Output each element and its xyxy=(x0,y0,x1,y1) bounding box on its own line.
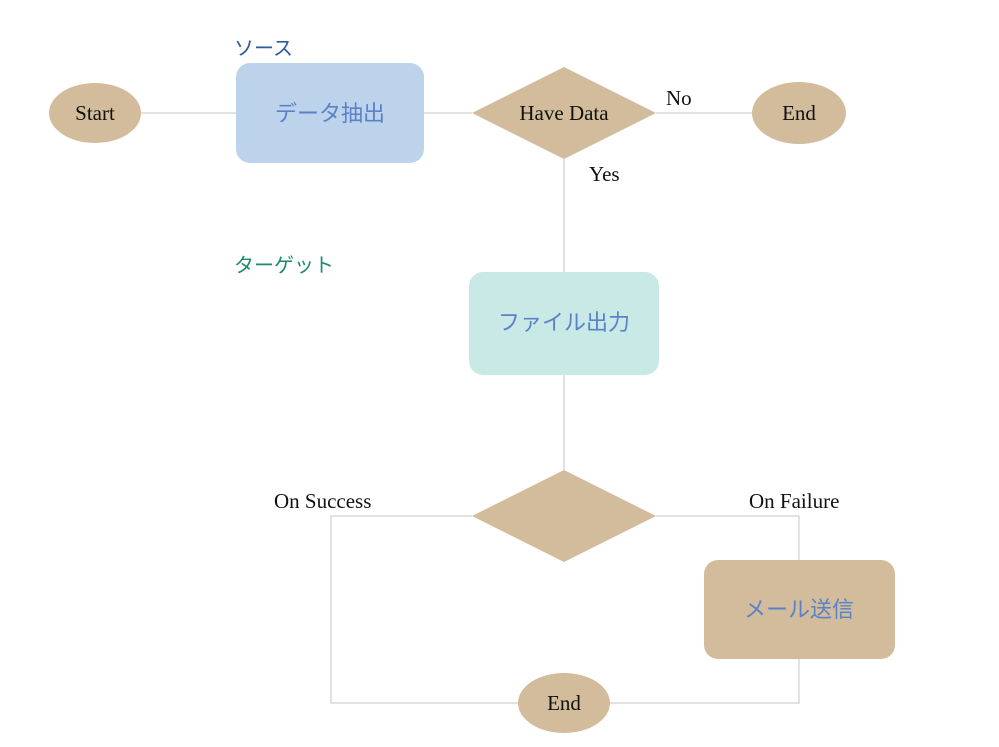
file-output-node-shape xyxy=(469,272,659,375)
have-data-decision-label: Have Data xyxy=(519,101,609,125)
extract-node-shape xyxy=(236,63,424,163)
send-mail-node[interactable]: メール送信 xyxy=(704,560,895,659)
send-mail-node-shape xyxy=(704,560,895,659)
start-node[interactable]: Start xyxy=(49,83,141,143)
extract-node[interactable]: データ抽出 xyxy=(236,63,424,163)
result-decision[interactable] xyxy=(472,470,656,562)
end-top-node[interactable]: End xyxy=(752,82,846,144)
edge-label-on-success: On Success xyxy=(274,489,372,513)
edge-label-no: No xyxy=(666,86,692,110)
start-node-shape xyxy=(49,83,141,143)
end-bottom-node-label: End xyxy=(547,691,581,715)
send-mail-node-label: メール送信 xyxy=(744,598,854,623)
end-top-node-label: End xyxy=(782,101,816,125)
end-top-node-shape xyxy=(752,82,846,144)
start-node-label: Start xyxy=(75,101,115,125)
edge-label-yes: Yes xyxy=(589,162,620,186)
file-output-node[interactable]: ファイル出力 xyxy=(469,272,659,375)
source-section-label: ソース xyxy=(234,36,293,60)
extract-node-label: データ抽出 xyxy=(275,102,385,127)
result-decision-shape xyxy=(472,470,656,562)
end-bottom-node[interactable]: End xyxy=(518,673,610,733)
end-bottom-node-shape xyxy=(518,673,610,733)
have-data-decision[interactable]: Have Data xyxy=(472,67,656,159)
target-section-label: ターゲット xyxy=(234,253,334,277)
have-data-decision-shape xyxy=(472,67,656,159)
edge-label-on-failure: On Failure xyxy=(749,489,840,513)
connector-success-path xyxy=(330,515,518,704)
connector-mail-end xyxy=(610,659,800,704)
file-output-node-label: ファイル出力 xyxy=(498,311,630,336)
connector-failure-path xyxy=(656,515,800,560)
connector-lines xyxy=(141,112,800,704)
